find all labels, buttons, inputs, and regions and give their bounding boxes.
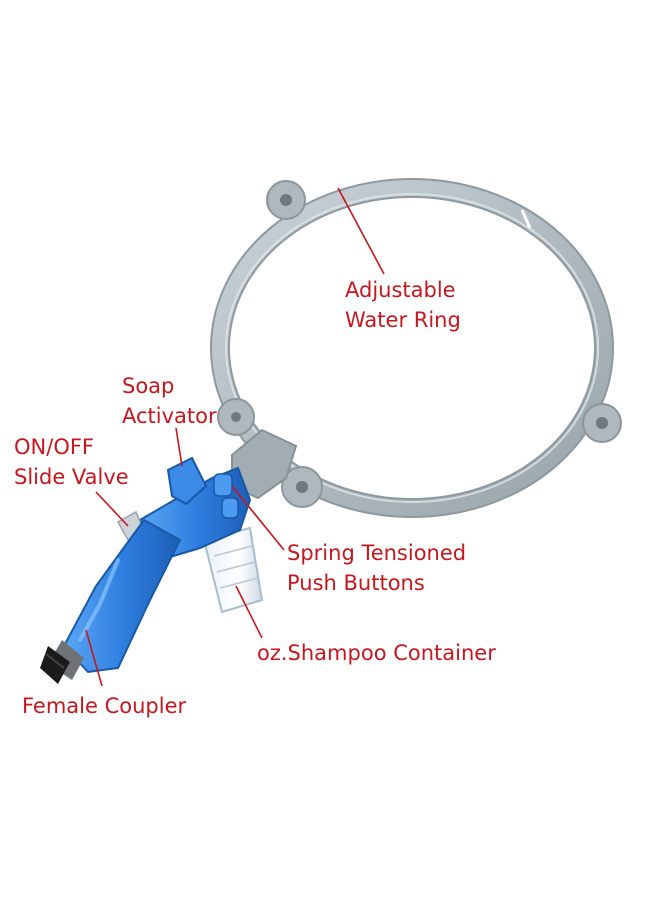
- ring-body: [212, 180, 612, 516]
- leader-female-coupler: [85, 629, 103, 687]
- label-soap-activator-line1: Soap: [122, 374, 174, 398]
- label-slide-valve-line1: ON/OFF: [14, 435, 94, 459]
- water-ring: [210, 178, 622, 518]
- leader-slide-valve: [95, 491, 129, 527]
- handle-grip: [62, 518, 182, 674]
- leader-soap-activator: [175, 427, 183, 467]
- grip-highlight: [78, 558, 120, 642]
- label-water-ring-line1: Adjustable: [345, 278, 456, 302]
- label-female-coupler: Female Coupler: [22, 694, 187, 718]
- leader-shampoo-container: [235, 585, 263, 639]
- label-soap-activator-line2: Activator: [122, 404, 217, 428]
- push-button: [221, 497, 239, 519]
- label-slide-valve-line2: Slide Valve: [14, 465, 129, 489]
- ring-hub: [582, 403, 622, 443]
- leader-push-buttons: [231, 485, 285, 551]
- label-water-ring-line2: Water Ring: [345, 308, 461, 332]
- ring-hub: [217, 398, 255, 436]
- label-push-buttons-line2: Push Buttons: [287, 571, 425, 595]
- ring-joint: [520, 209, 532, 229]
- leader-water-ring: [337, 187, 385, 275]
- ring-hub: [281, 466, 323, 508]
- ring-hub: [266, 180, 306, 220]
- female-coupler: [40, 640, 84, 684]
- label-push-buttons-line1: Spring Tensioned: [287, 541, 466, 565]
- leader-lines: [85, 187, 385, 687]
- ring-highlight: [225, 193, 599, 503]
- label-shampoo-container: oz.Shampoo Container: [257, 641, 496, 665]
- spray-handle: [40, 456, 264, 684]
- push-button: [213, 473, 233, 497]
- soap-activator-knob: [166, 456, 208, 506]
